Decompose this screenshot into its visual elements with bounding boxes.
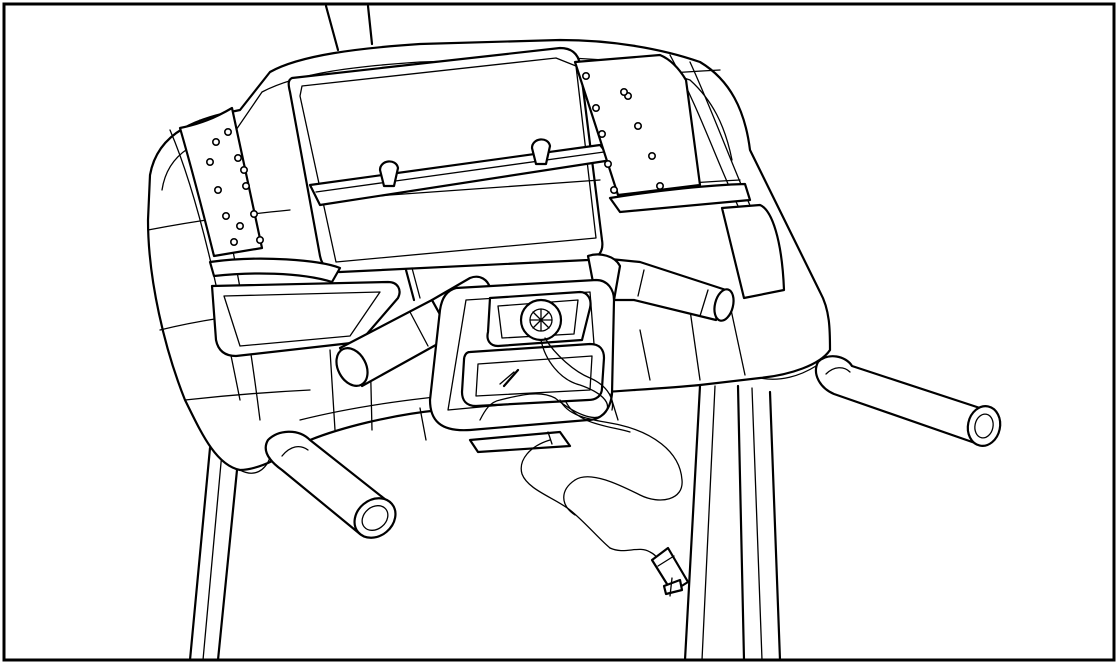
display-panel (287, 46, 604, 274)
left-speaker-grille (178, 106, 264, 258)
book-holder-peg-right (530, 138, 552, 166)
safety-key-module (428, 278, 616, 454)
top-post (324, 4, 374, 52)
console-underside (239, 365, 817, 474)
book-holder-peg-left (378, 160, 400, 188)
right-upright (683, 384, 782, 662)
right-handrail (814, 355, 1002, 447)
left-tray (208, 257, 401, 358)
safety-lanyard (479, 337, 683, 569)
safety-clip (650, 546, 690, 597)
right-tray (608, 182, 786, 300)
right-speaker-grille (573, 53, 702, 197)
left-handrail (264, 430, 397, 539)
left-upright (188, 446, 240, 662)
